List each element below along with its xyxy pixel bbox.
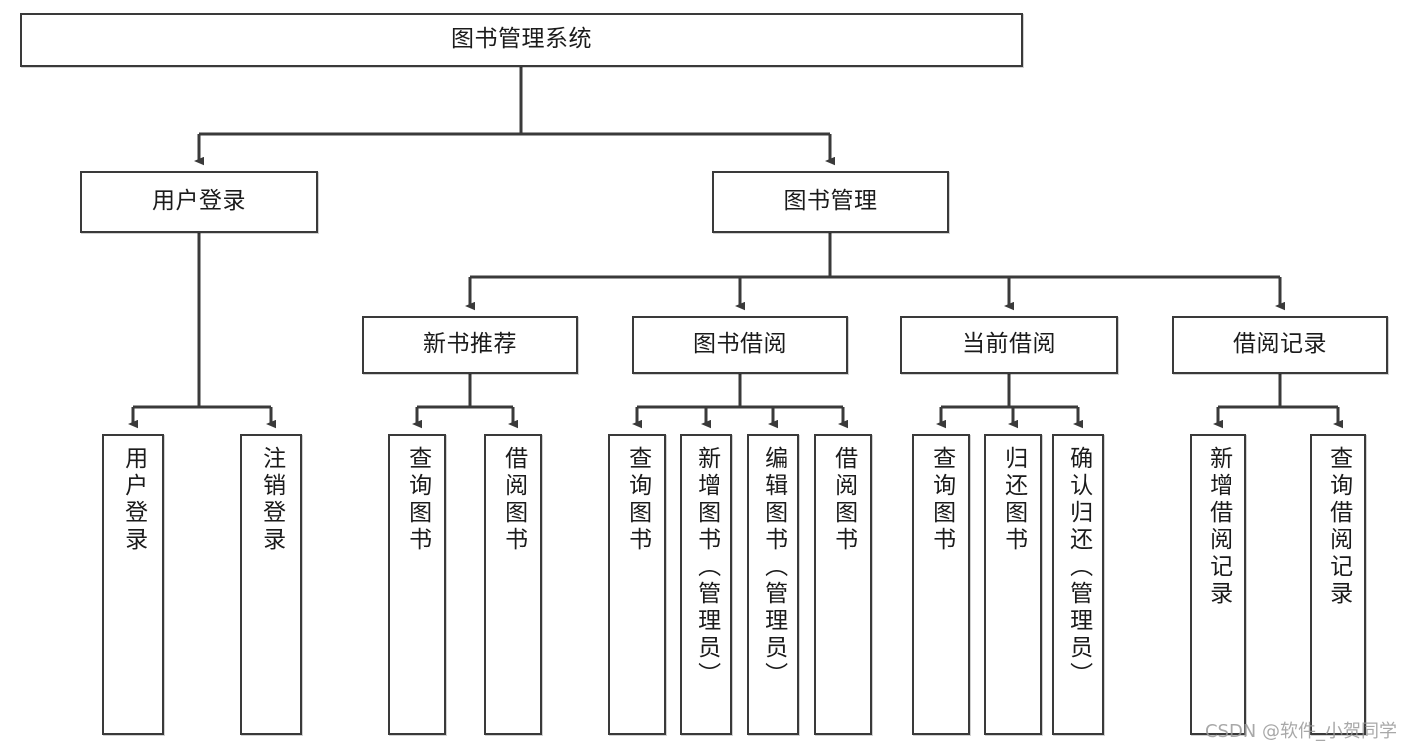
leaf-query-record-label: 查询借阅记录 [1325, 446, 1352, 608]
leaf-borrow-book-2-label: 借阅图书 [830, 446, 857, 554]
node-user-login[interactable]: 用户登录 [80, 171, 318, 233]
node-book-borrow[interactable]: 图书借阅 [632, 316, 848, 374]
node-user-login-label: 用户登录 [152, 188, 246, 215]
leaf-edit-book[interactable]: 编辑图书（管理员） [747, 434, 799, 735]
node-new-book-rec[interactable]: 新书推荐 [362, 316, 578, 374]
leaf-add-book[interactable]: 新增图书（管理员） [680, 434, 732, 735]
leaf-query-book-3-label: 查询图书 [928, 446, 955, 554]
leaf-return-book-label: 归还图书 [1000, 446, 1027, 554]
leaf-confirm-return[interactable]: 确认归还（管理员） [1052, 434, 1104, 735]
leaf-query-book-2[interactable]: 查询图书 [608, 434, 666, 735]
leaf-user-login[interactable]: 用户登录 [102, 434, 164, 735]
leaf-borrow-book-2[interactable]: 借阅图书 [814, 434, 872, 735]
node-root-label: 图书管理系统 [451, 26, 592, 53]
leaf-borrow-book-1[interactable]: 借阅图书 [484, 434, 542, 735]
leaf-logout-label: 注销登录 [258, 446, 285, 554]
node-new-book-rec-label: 新书推荐 [423, 331, 517, 358]
node-current-borrow-label: 当前借阅 [962, 331, 1056, 358]
leaf-return-book[interactable]: 归还图书 [984, 434, 1042, 735]
node-borrow-record-label: 借阅记录 [1233, 331, 1327, 358]
leaf-query-book-1[interactable]: 查询图书 [388, 434, 446, 735]
leaf-add-record-label: 新增借阅记录 [1205, 446, 1232, 608]
node-borrow-record[interactable]: 借阅记录 [1172, 316, 1388, 374]
node-book-manage[interactable]: 图书管理 [712, 171, 949, 233]
node-book-borrow-label: 图书借阅 [693, 331, 787, 358]
leaf-confirm-return-label: 确认归还（管理员） [1065, 446, 1092, 689]
leaf-add-record[interactable]: 新增借阅记录 [1190, 434, 1246, 735]
watermark: CSDN @软件_小贺同学 [1204, 721, 1397, 742]
leaf-edit-book-label: 编辑图书（管理员） [760, 446, 787, 689]
node-root[interactable]: 图书管理系统 [20, 13, 1023, 67]
leaf-borrow-book-1-label: 借阅图书 [500, 446, 527, 554]
leaf-query-book-2-label: 查询图书 [624, 446, 651, 554]
leaf-query-record[interactable]: 查询借阅记录 [1310, 434, 1366, 735]
leaf-query-book-3[interactable]: 查询图书 [912, 434, 970, 735]
leaf-query-book-1-label: 查询图书 [404, 446, 431, 554]
node-current-borrow[interactable]: 当前借阅 [900, 316, 1118, 374]
leaf-logout[interactable]: 注销登录 [240, 434, 302, 735]
leaf-add-book-label: 新增图书（管理员） [693, 446, 720, 689]
leaf-user-login-label: 用户登录 [120, 446, 147, 554]
node-book-manage-label: 图书管理 [783, 188, 878, 215]
